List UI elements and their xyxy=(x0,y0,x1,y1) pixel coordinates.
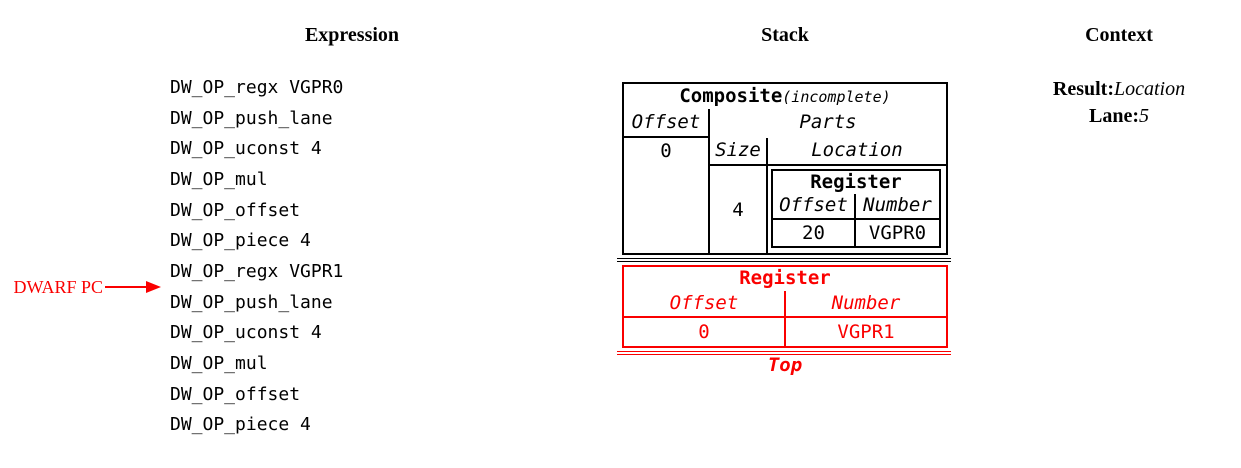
expression-op: DW_OP_mul xyxy=(170,168,268,190)
lane-value: 5 xyxy=(1139,105,1149,127)
register-offset-column: Offset 0 xyxy=(624,291,786,346)
composite-parts-column: Parts Size 4 Location Register xyxy=(710,109,946,253)
dwarf-pc-arrowhead-icon xyxy=(146,281,161,293)
register-title: Register xyxy=(810,171,902,193)
register-number-value: VGPR1 xyxy=(837,321,895,343)
expression-op: DW_OP_offset xyxy=(170,199,301,221)
composite-body: Offset 0 Parts Size 4 Location Register xyxy=(624,109,946,253)
expression-op: DW_OP_mul xyxy=(170,353,268,375)
register-number-column: Number VGPR1 xyxy=(786,291,946,346)
part-location-header: Location xyxy=(768,138,946,166)
part-size-header: Size xyxy=(710,138,766,166)
expression-op: DW_OP_regx VGPR1 xyxy=(170,260,344,282)
register-title: Register xyxy=(739,267,831,289)
composite-title: Composite(incomplete) xyxy=(624,84,946,109)
expression-op: DW_OP_piece 4 xyxy=(170,230,311,252)
stack-entry-separator xyxy=(617,258,951,262)
context-lane-line: Lane:5 xyxy=(1089,105,1149,128)
result-value: Location xyxy=(1113,78,1186,100)
expression-op: DW_OP_push_lane xyxy=(170,107,333,129)
register-number-header: Number xyxy=(786,291,946,318)
nested-register-table: Register Offset 20 Number VGPR0 xyxy=(771,169,941,248)
composite-offset-value: 0 xyxy=(660,140,672,162)
stack-top-separator xyxy=(617,351,951,355)
stack-column-title: Stack xyxy=(761,24,809,46)
expression-op-at-pc: DW_OP_push_lane xyxy=(170,291,333,313)
dwarf-pc-label: DWARF PC xyxy=(13,277,103,297)
stack-top-label: Top xyxy=(767,354,803,376)
register-body: Offset 20 Number VGPR0 xyxy=(773,194,939,246)
part-location-column: Location Register Offset 20 xyxy=(768,138,946,253)
expression-op: DW_OP_piece 4 xyxy=(170,414,311,436)
composite-parts-header: Parts xyxy=(799,111,857,133)
context-result-line: Result:Location xyxy=(1053,78,1185,101)
register-body: Offset 0 Number VGPR1 xyxy=(624,291,946,346)
result-label: Result: xyxy=(1052,78,1114,100)
part-size-value: 4 xyxy=(732,198,744,221)
expression-op: DW_OP_uconst 4 xyxy=(170,138,322,160)
register-offset-value: 0 xyxy=(698,321,710,343)
register-offset-header: Offset xyxy=(624,291,784,318)
composite-offset-header: Offset xyxy=(624,109,708,138)
composite-parts-body: Size 4 Location Register Offset 20 xyxy=(710,138,946,253)
part-location-body: Register Offset 20 Number VGPR0 xyxy=(768,166,946,253)
register-offset-header: Offset xyxy=(773,194,854,220)
register-number-column: Number VGPR0 xyxy=(856,194,939,246)
expression-op: DW_OP_regx VGPR0 xyxy=(170,76,344,98)
context-column-title: Context xyxy=(1085,24,1153,46)
expression-op: DW_OP_offset xyxy=(170,383,301,405)
register-number-header: Number xyxy=(856,194,939,220)
expression-op: DW_OP_uconst 4 xyxy=(170,322,322,344)
lane-label: Lane: xyxy=(1089,105,1139,127)
expression-column-title: Expression xyxy=(304,24,400,46)
composite-offset-column: Offset 0 xyxy=(624,109,710,253)
part-size-column: Size 4 xyxy=(710,138,768,253)
top-register-table: Register Offset 0 Number VGPR1 xyxy=(622,265,948,348)
register-offset-value: 20 xyxy=(802,222,825,244)
composite-title-text: Composite xyxy=(679,85,783,107)
dwarf-pc-arrow xyxy=(105,286,147,288)
stack-entry-composite: Composite(incomplete) Offset 0 Parts Siz… xyxy=(622,82,948,255)
stack-entry-register-top: Register Offset 0 Number VGPR1 xyxy=(622,265,948,348)
register-number-value: VGPR0 xyxy=(868,222,927,244)
composite-incomplete-qualifier: (incomplete) xyxy=(782,88,891,106)
register-offset-column: Offset 20 xyxy=(773,194,856,246)
expression-op-list: DW_OP_regx VGPR0 DW_OP_push_lane DW_OP_u… xyxy=(170,72,343,440)
